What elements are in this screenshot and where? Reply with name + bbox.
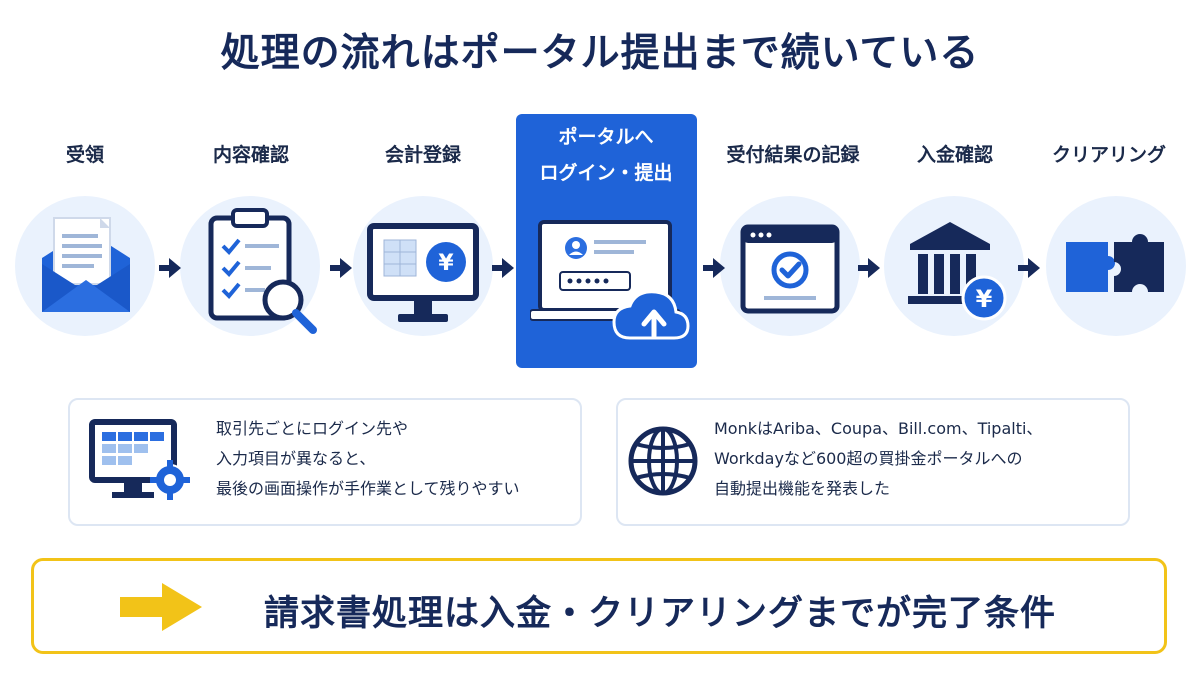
monitor-gear-icon [89, 419, 190, 500]
step-3-label: 会計登録 [384, 144, 461, 166]
flow-arrow-1-icon [159, 258, 181, 278]
info-box-2-line-1: MonkはAriba、Coupa、Bill.com、Tipalti、 [714, 419, 1043, 438]
info-box-2-line-2: Workdayなど600超の買掛金ポータルへの [714, 449, 1023, 468]
step-5-label: 受付結果の記録 [726, 144, 860, 166]
flow-arrow-4-icon [703, 258, 725, 278]
svg-text:¥: ¥ [438, 251, 454, 276]
info-box-1-line-1: 取引先ごとにログイン先や [216, 419, 409, 438]
bank-yen-icon: ¥ [908, 222, 1007, 321]
clipboard-magnifier-icon [208, 208, 317, 334]
monitor-yen-icon: ¥ [367, 223, 479, 322]
svg-text:¥: ¥ [976, 285, 993, 313]
info-box-1-line-2: 入力項目が異なると、 [216, 449, 376, 468]
info-box-manual-work: 取引先ごとにログイン先や 入力項目が異なると、 最後の画面操作が手作業として残り… [68, 398, 582, 526]
step-4-label-line2: ログイン・提出 [539, 162, 673, 184]
conclusion-banner: 請求書処理は入金・クリアリングまでが完了条件 [31, 558, 1167, 654]
envelope-document-icon [42, 217, 130, 312]
laptop-login-upload-icon [530, 220, 690, 340]
conclusion-text: 請求書処理は入金・クリアリングまでが完了条件 [264, 594, 1057, 634]
step-2-label: 内容確認 [212, 144, 289, 166]
step-6-label: 入金確認 [916, 144, 993, 166]
info-box-1-line-3: 最後の画面操作が手作業として残りやすい [216, 479, 520, 498]
globe-icon [628, 426, 698, 496]
puzzle-pieces-icon [1066, 234, 1164, 292]
yellow-arrow-icon [120, 583, 202, 631]
step-4-label-line1: ポータルへ [558, 126, 654, 148]
flow-arrow-6-icon [1018, 258, 1040, 278]
browser-checkmark-icon [740, 224, 840, 314]
flow-arrow-2-icon [330, 258, 352, 278]
page-title: 処理の流れはポータル提出まで続いている [220, 31, 980, 76]
info-box-monk-announcement: MonkはAriba、Coupa、Bill.com、Tipalti、 Workd… [616, 398, 1130, 526]
info-box-2-line-3: 自動提出機能を発表した [714, 479, 891, 498]
step-7-label: クリアリング [1051, 144, 1166, 166]
flow-arrow-5-icon [858, 258, 880, 278]
step-1-label: 受領 [65, 144, 104, 166]
flow-arrow-3-icon [492, 258, 514, 278]
